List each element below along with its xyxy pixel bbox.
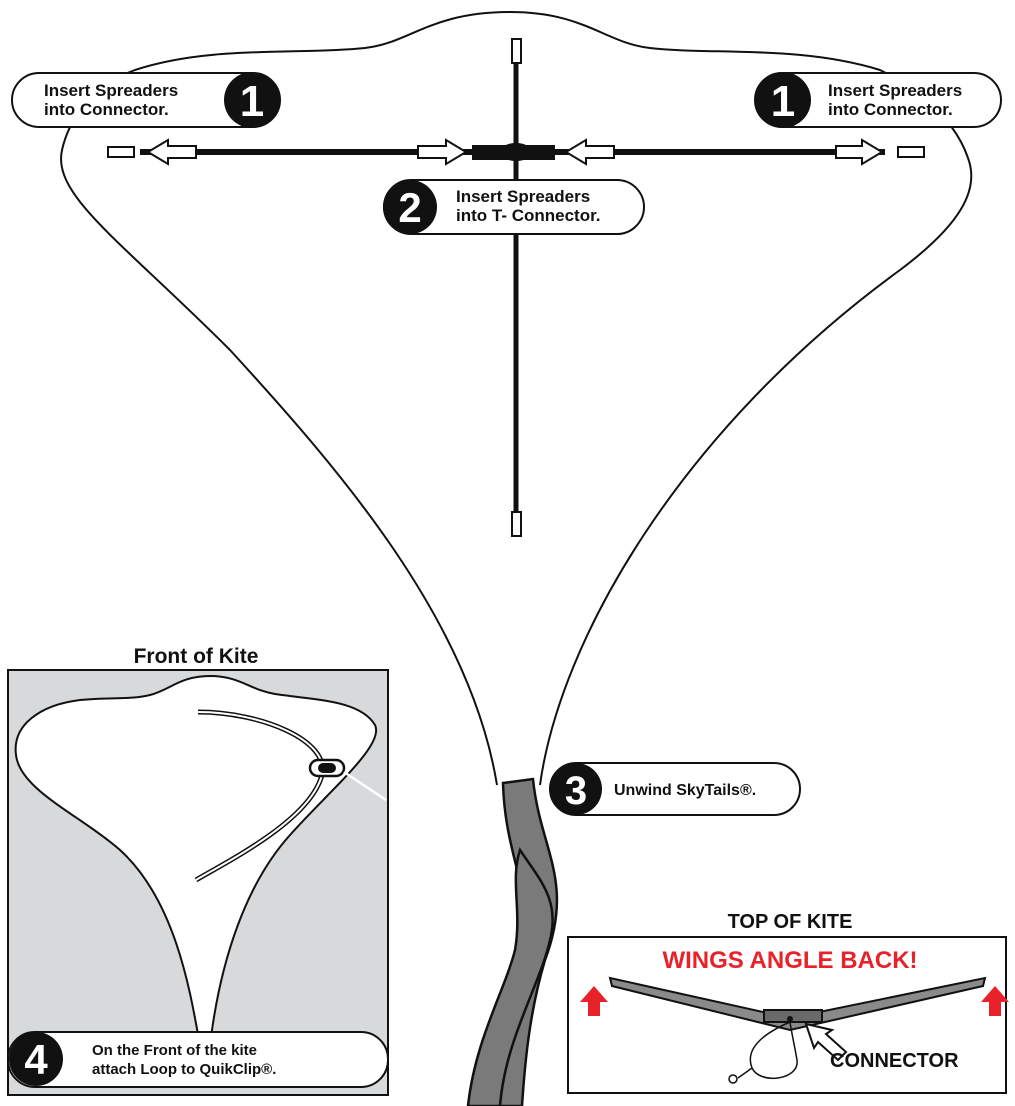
step2-callout: 2 Insert Spreaders into T- Connector.	[383, 179, 645, 235]
spine	[511, 38, 522, 537]
step4-number: 4	[24, 1036, 48, 1083]
spreaders	[107, 143, 925, 161]
step1-left-number: 1	[240, 77, 264, 126]
step2-line2: into T- Connector.	[456, 206, 601, 225]
top-of-kite-panel: TOP OF KITE WINGS ANGLE BACK! CONNECTOR	[567, 911, 1009, 1094]
step4-callout: 4 On the Front of the kite attach Loop t…	[7, 1031, 389, 1088]
kite-sail-outline	[60, 10, 973, 786]
arrow-left-outward	[146, 138, 197, 166]
step2-line1: Insert Spreaders	[456, 187, 590, 206]
front-panel-title: Front of Kite	[134, 645, 259, 668]
step3-callout: 3 Unwind SkyTails®.	[549, 762, 801, 816]
step4-line2: attach Loop to QuikClip®.	[92, 1061, 276, 1078]
step1-right-line1: Insert Spreaders	[828, 81, 962, 100]
step3-text: Unwind SkyTails®.	[614, 782, 756, 799]
wings-angle-warning: WINGS ANGLE BACK!	[662, 947, 917, 974]
connector-label: CONNECTOR	[830, 1050, 959, 1072]
up-arrow-right-icon	[981, 986, 1009, 1016]
front-of-kite-panel: Front of Kite	[7, 645, 389, 1096]
skytails	[466, 777, 559, 1106]
connector-pointer-arrow	[804, 1022, 848, 1062]
arrow-right-outward	[835, 138, 884, 166]
arrow-right-inward	[564, 138, 615, 166]
step1-left-callout: 1 Insert Spreaders into Connector.	[11, 72, 281, 128]
top-panel-title: TOP OF KITE	[728, 911, 853, 933]
step1-left-line2: into Connector.	[44, 100, 169, 119]
step1-left-line1: Insert Spreaders	[44, 81, 178, 100]
quikclip-icon	[308, 758, 387, 802]
step3-number: 3	[565, 769, 587, 813]
step2-number: 2	[398, 184, 421, 231]
step1-right-line2: into Connector.	[828, 100, 953, 119]
bridle-loop	[737, 1020, 798, 1079]
wing-frame-top-view	[608, 976, 987, 1032]
step4-line1: On the Front of the kite	[92, 1042, 257, 1059]
step1-right-number: 1	[771, 77, 795, 126]
spreader-arrows	[146, 138, 884, 166]
arrow-left-inward	[417, 138, 468, 166]
up-arrow-left-icon	[580, 986, 608, 1016]
step1-right-callout: 1 Insert Spreaders into Connector.	[754, 72, 1002, 128]
